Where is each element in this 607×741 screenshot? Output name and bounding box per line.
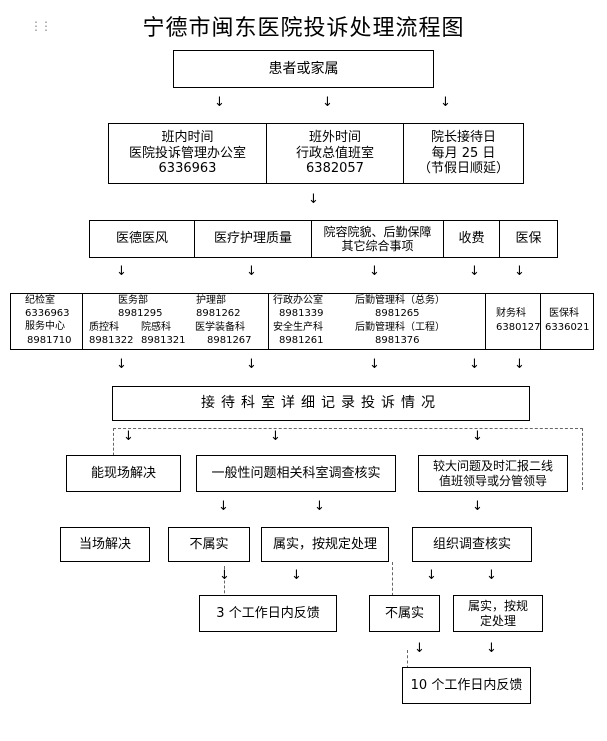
connector-line <box>582 428 583 490</box>
channel-after-hours: 班外时间 行政总值班室 6382057 <box>266 123 404 184</box>
arrow-down-icon: ↓ <box>214 95 225 110</box>
arrow-down-icon: ↓ <box>514 357 525 372</box>
category-ethics: 医德医风 <box>89 220 195 258</box>
dept-name: 行政办公室 <box>273 295 323 306</box>
dept-phone: 8981267 <box>207 335 252 346</box>
channel-weekday: 班内时间 医院投诉管理办公室 6336963 <box>108 123 267 184</box>
arrow-down-icon: ↓ <box>469 357 480 372</box>
arrow-down-icon: ↓ <box>308 192 319 207</box>
dept-name: 纪检室 <box>25 295 55 306</box>
dept-name: 护理部 <box>196 295 226 306</box>
dept-name: 质控科 <box>89 322 119 333</box>
dept-name: 后勤管理科（总务） <box>355 295 445 306</box>
dept-cell-medical: 医务部 8981295 护理部 8981262 质控科 8981322 院感科 … <box>82 294 268 349</box>
dept-phone: 6380127 <box>496 322 541 333</box>
dept-phone: 8981376 <box>375 335 420 346</box>
channel-president-day: 院长接待日 每月 25 日 （节假日顺延） <box>403 123 524 184</box>
dept-name: 安全生产科 <box>273 322 323 333</box>
dept-name: 院感科 <box>141 322 171 333</box>
arrow-down-icon: ↓ <box>116 357 127 372</box>
dept-cell-insurance: 医保科 6336021 <box>540 294 593 349</box>
dept-phone: 8981295 <box>118 308 163 319</box>
dept-name: 医务部 <box>118 295 148 306</box>
organize-investigation-box: 组织调查核实 <box>412 527 532 562</box>
category-row: 医德医风 医疗护理质量 院容院貌、后勤保障 其它综合事项 收费 医保 <box>89 220 558 258</box>
dept-cell-logistics: 行政办公室 8981339 后勤管理科（总务） 8981265 安全生产科 89… <box>268 294 485 349</box>
category-insurance: 医保 <box>499 220 558 258</box>
general-issue-box: 一般性问题相关科室调查核实 <box>196 455 396 492</box>
true-handle-box-2: 属实，按规 定处理 <box>453 595 543 632</box>
page-title: 宁德市闽东医院投诉处理流程图 <box>142 16 465 41</box>
dept-name: 后勤管理科（工程） <box>355 322 445 333</box>
dept-name: 医保科 <box>549 308 579 319</box>
solve-on-site-box: 能现场解决 <box>66 455 181 492</box>
not-true-box: 不属实 <box>168 527 250 562</box>
dept-phone: 8981262 <box>196 308 241 319</box>
arrow-down-icon: ↓ <box>219 568 230 583</box>
arrow-down-icon: ↓ <box>414 641 425 656</box>
arrow-down-icon: ↓ <box>116 264 127 279</box>
arrow-down-icon: ↓ <box>369 357 380 372</box>
dept-phone: 6336963 <box>25 308 70 319</box>
category-facilities: 院容院貌、后勤保障 其它综合事项 <box>311 220 444 258</box>
dept-name: 财务科 <box>496 308 526 319</box>
dept-phone: 8981265 <box>375 308 420 319</box>
dept-phone: 8981261 <box>279 335 324 346</box>
category-medical-quality: 医疗护理质量 <box>194 220 312 258</box>
dept-phone: 8981710 <box>27 335 72 346</box>
arrow-down-icon: ↓ <box>246 264 257 279</box>
dept-name: 医学装备科 <box>195 322 245 333</box>
arrow-down-icon: ↓ <box>514 264 525 279</box>
arrow-down-icon: ↓ <box>426 568 437 583</box>
department-table: 纪检室 6336963 服务中心 8981710 医务部 8981295 护理部… <box>10 293 594 350</box>
connector-line <box>113 428 583 429</box>
arrow-down-icon: ↓ <box>291 568 302 583</box>
dept-cell-finance: 财务科 6380127 <box>485 294 541 349</box>
arrow-down-icon: ↓ <box>486 568 497 583</box>
major-issue-box: 较大问题及时汇报二线 值班领导或分管领导 <box>418 455 568 492</box>
arrow-down-icon: ↓ <box>270 429 281 444</box>
record-complaint-box: 接待科室详细记录投诉情况 <box>112 386 530 421</box>
category-fees: 收费 <box>443 220 500 258</box>
drag-handle-icon[interactable]: ⋮⋮ <box>30 19 52 33</box>
feedback-3-days-box: 3 个工作日内反馈 <box>199 595 337 632</box>
arrow-down-icon: ↓ <box>322 95 333 110</box>
arrow-down-icon: ↓ <box>369 264 380 279</box>
feedback-10-days-box: 10 个工作日内反馈 <box>402 667 531 704</box>
arrow-down-icon: ↓ <box>469 264 480 279</box>
dept-phone: 8981321 <box>141 335 186 346</box>
arrow-down-icon: ↓ <box>472 499 483 514</box>
arrow-down-icon: ↓ <box>123 429 134 444</box>
dept-name: 服务中心 <box>25 321 65 332</box>
arrow-down-icon: ↓ <box>218 499 229 514</box>
channels-row: 班内时间 医院投诉管理办公室 6336963 班外时间 行政总值班室 63820… <box>108 123 524 184</box>
dept-phone: 8981322 <box>89 335 134 346</box>
patient-or-family-box: 患者或家属 <box>173 50 434 88</box>
dept-phone: 8981339 <box>279 308 324 319</box>
resolved-on-spot-box: 当场解决 <box>60 527 150 562</box>
arrow-down-icon: ↓ <box>472 429 483 444</box>
dept-cell-discipline: 纪检室 6336963 服务中心 8981710 <box>11 294 82 349</box>
arrow-down-icon: ↓ <box>440 95 451 110</box>
arrow-down-icon: ↓ <box>486 641 497 656</box>
arrow-down-icon: ↓ <box>246 357 257 372</box>
true-handle-box: 属实，按规定处理 <box>261 527 389 562</box>
arrow-down-icon: ↓ <box>314 499 325 514</box>
not-true-box-2: 不属实 <box>369 595 440 632</box>
dept-phone: 6336021 <box>545 322 590 333</box>
